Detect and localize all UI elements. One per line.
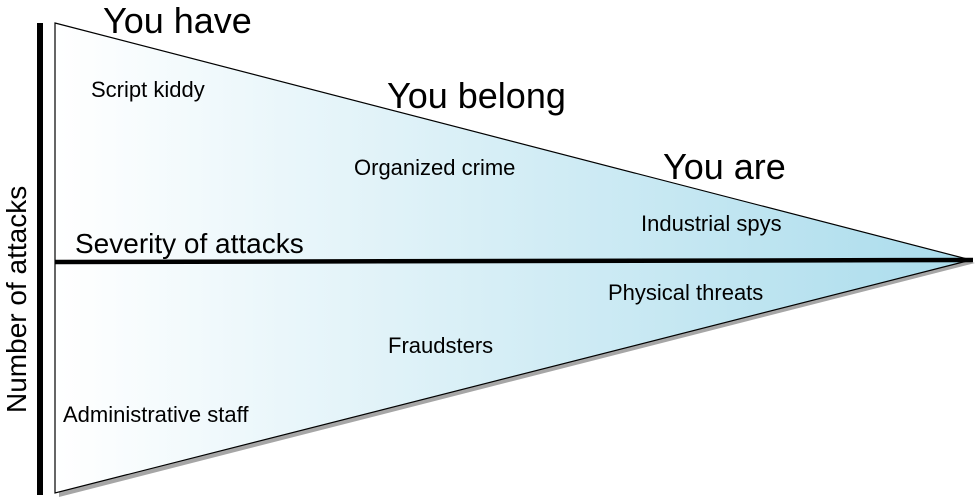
vertical-axis-line (37, 23, 43, 495)
severity-axis-label: Severity of attacks (75, 228, 304, 259)
heading-you-belong: You belong (387, 75, 566, 116)
label-fraudsters: Fraudsters (388, 333, 493, 358)
label-script-kiddy: Script kiddy (91, 77, 205, 102)
label-administrative-staff: Administrative staff (63, 402, 249, 427)
heading-you-are: You are (663, 146, 786, 187)
number-axis-label: Number of attacks (1, 186, 32, 413)
heading-you-have: You have (103, 0, 252, 41)
label-industrial-spys: Industrial spys (641, 211, 782, 236)
attack-triangle (54, 22, 972, 494)
label-organized-crime: Organized crime (354, 155, 515, 180)
label-physical-threats: Physical threats (608, 280, 763, 305)
horizontal-axis-line (54, 257, 974, 265)
